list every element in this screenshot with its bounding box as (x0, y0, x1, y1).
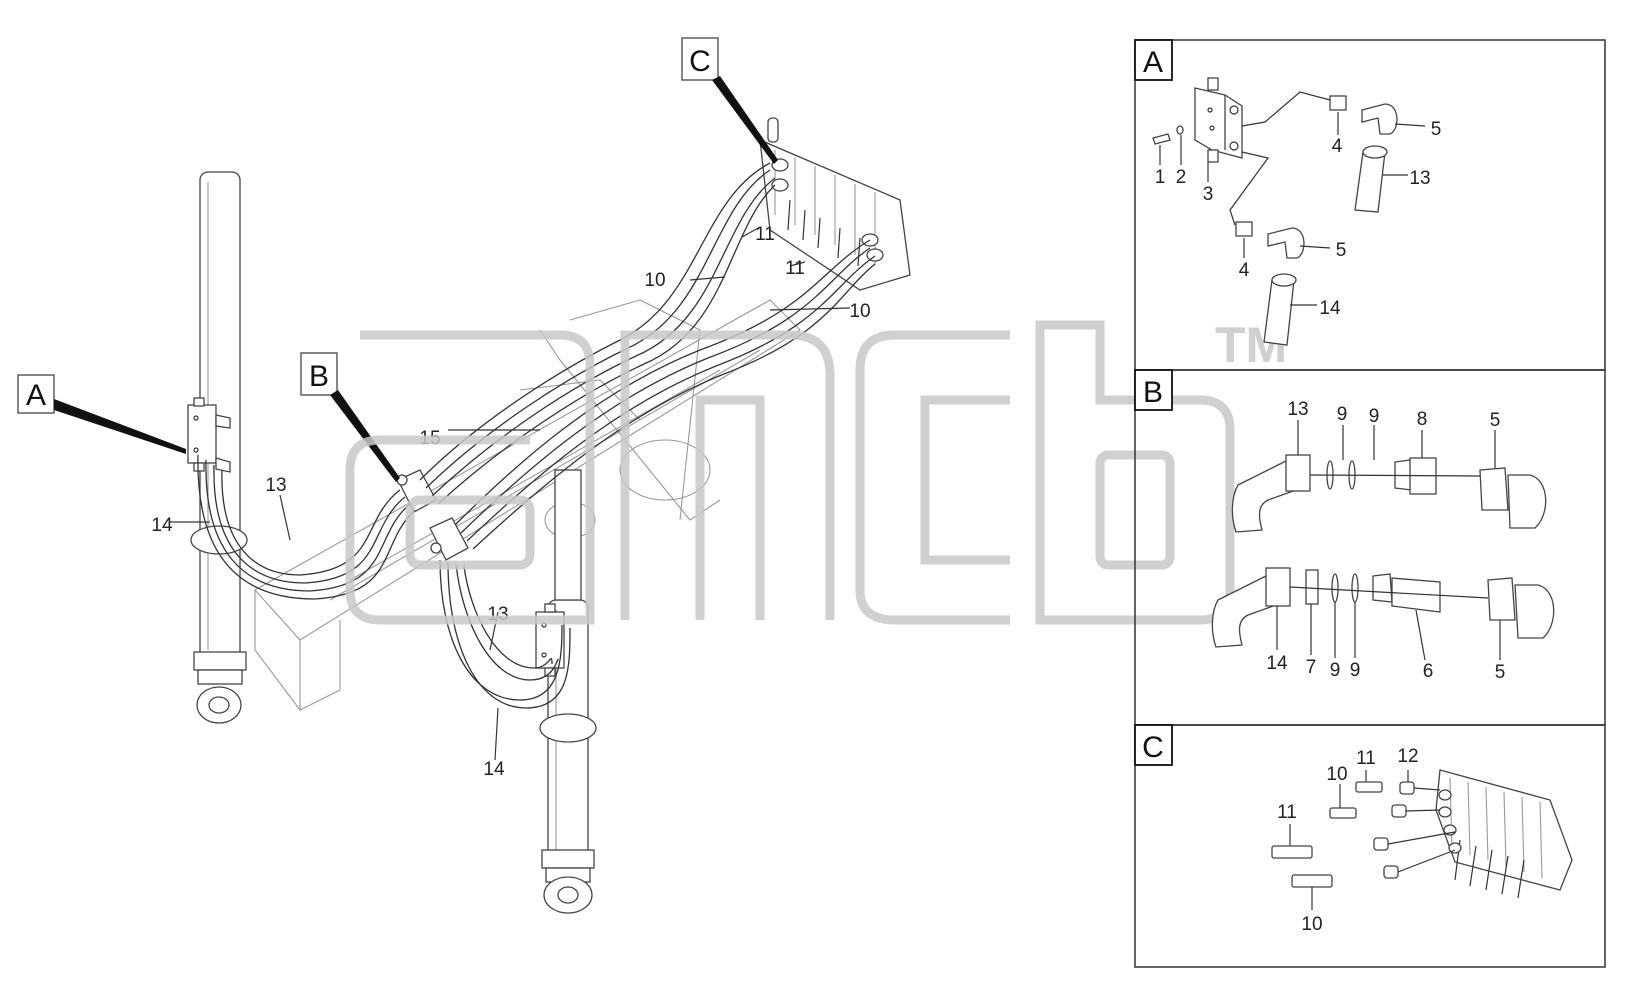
callout-b-label: B (309, 360, 329, 393)
detail-a-panel: A 1 2 3 4 (1134, 39, 1606, 371)
label-10-upper: 10 (644, 270, 665, 291)
label-11-lower: 11 (785, 258, 805, 279)
detail-b-label-5-upper: 5 (1490, 410, 1501, 431)
detail-c-label-10-lower: 10 (1301, 914, 1322, 935)
detail-b-label-6: 6 (1423, 661, 1434, 682)
detail-c-label-12: 12 (1397, 746, 1418, 767)
detail-b-title: B (1143, 376, 1163, 409)
left-cylinder (187, 171, 248, 724)
label-14-left: 14 (151, 515, 173, 536)
callout-a: A (17, 374, 186, 454)
label-13-left: 13 (265, 475, 286, 496)
detail-b-label-8: 8 (1417, 409, 1428, 430)
detail-a-label-5-lower: 5 (1336, 240, 1347, 261)
label-10-lower: 10 (849, 301, 870, 322)
label-14-middle: 14 (483, 759, 505, 780)
callout-c: C (681, 37, 778, 164)
detail-b-label-9-b: 9 (1369, 406, 1380, 427)
detail-a-label-5-upper: 5 (1431, 119, 1442, 140)
detail-a-label-4-lower: 4 (1239, 260, 1250, 281)
control-valve-bank (759, 117, 911, 291)
detail-b-label-9-c: 9 (1330, 660, 1341, 681)
callout-b: B (300, 352, 400, 482)
detail-c-label-11-upper: 11 (1356, 748, 1376, 769)
detail-a-label-2: 2 (1176, 167, 1187, 188)
detail-c-label-10-upper: 10 (1326, 764, 1347, 785)
detail-b-label-5-lower: 5 (1495, 662, 1506, 683)
detail-a-label-3: 3 (1203, 184, 1214, 205)
callout-c-label: C (689, 45, 711, 78)
detail-a-label-1: 1 (1155, 167, 1166, 188)
detail-b-panel: B 13 9 9 8 (1134, 369, 1606, 726)
label-11-upper: 11 (755, 224, 775, 245)
main-view: A B C 10 11 11 10 15 13 14 13 14 (17, 37, 911, 914)
detail-b-label-13: 13 (1287, 399, 1308, 420)
detail-a-title: A (1143, 46, 1163, 79)
callout-a-label: A (26, 379, 46, 412)
detail-c-label-11-lower: 11 (1277, 802, 1297, 823)
detail-c-panel: C 11 12 10 11 10 (1134, 724, 1606, 968)
detail-b-label-7: 7 (1306, 657, 1317, 678)
detail-a-label-4-upper: 4 (1332, 136, 1343, 157)
watermark-logo: TM (345, 317, 1287, 625)
detail-b-label-14: 14 (1266, 653, 1288, 674)
detail-c-title: C (1142, 731, 1164, 764)
detail-a-label-14: 14 (1319, 298, 1341, 319)
detail-a-label-13: 13 (1409, 168, 1430, 189)
detail-b-label-9-a: 9 (1337, 404, 1348, 425)
detail-b-label-9-d: 9 (1350, 660, 1361, 681)
